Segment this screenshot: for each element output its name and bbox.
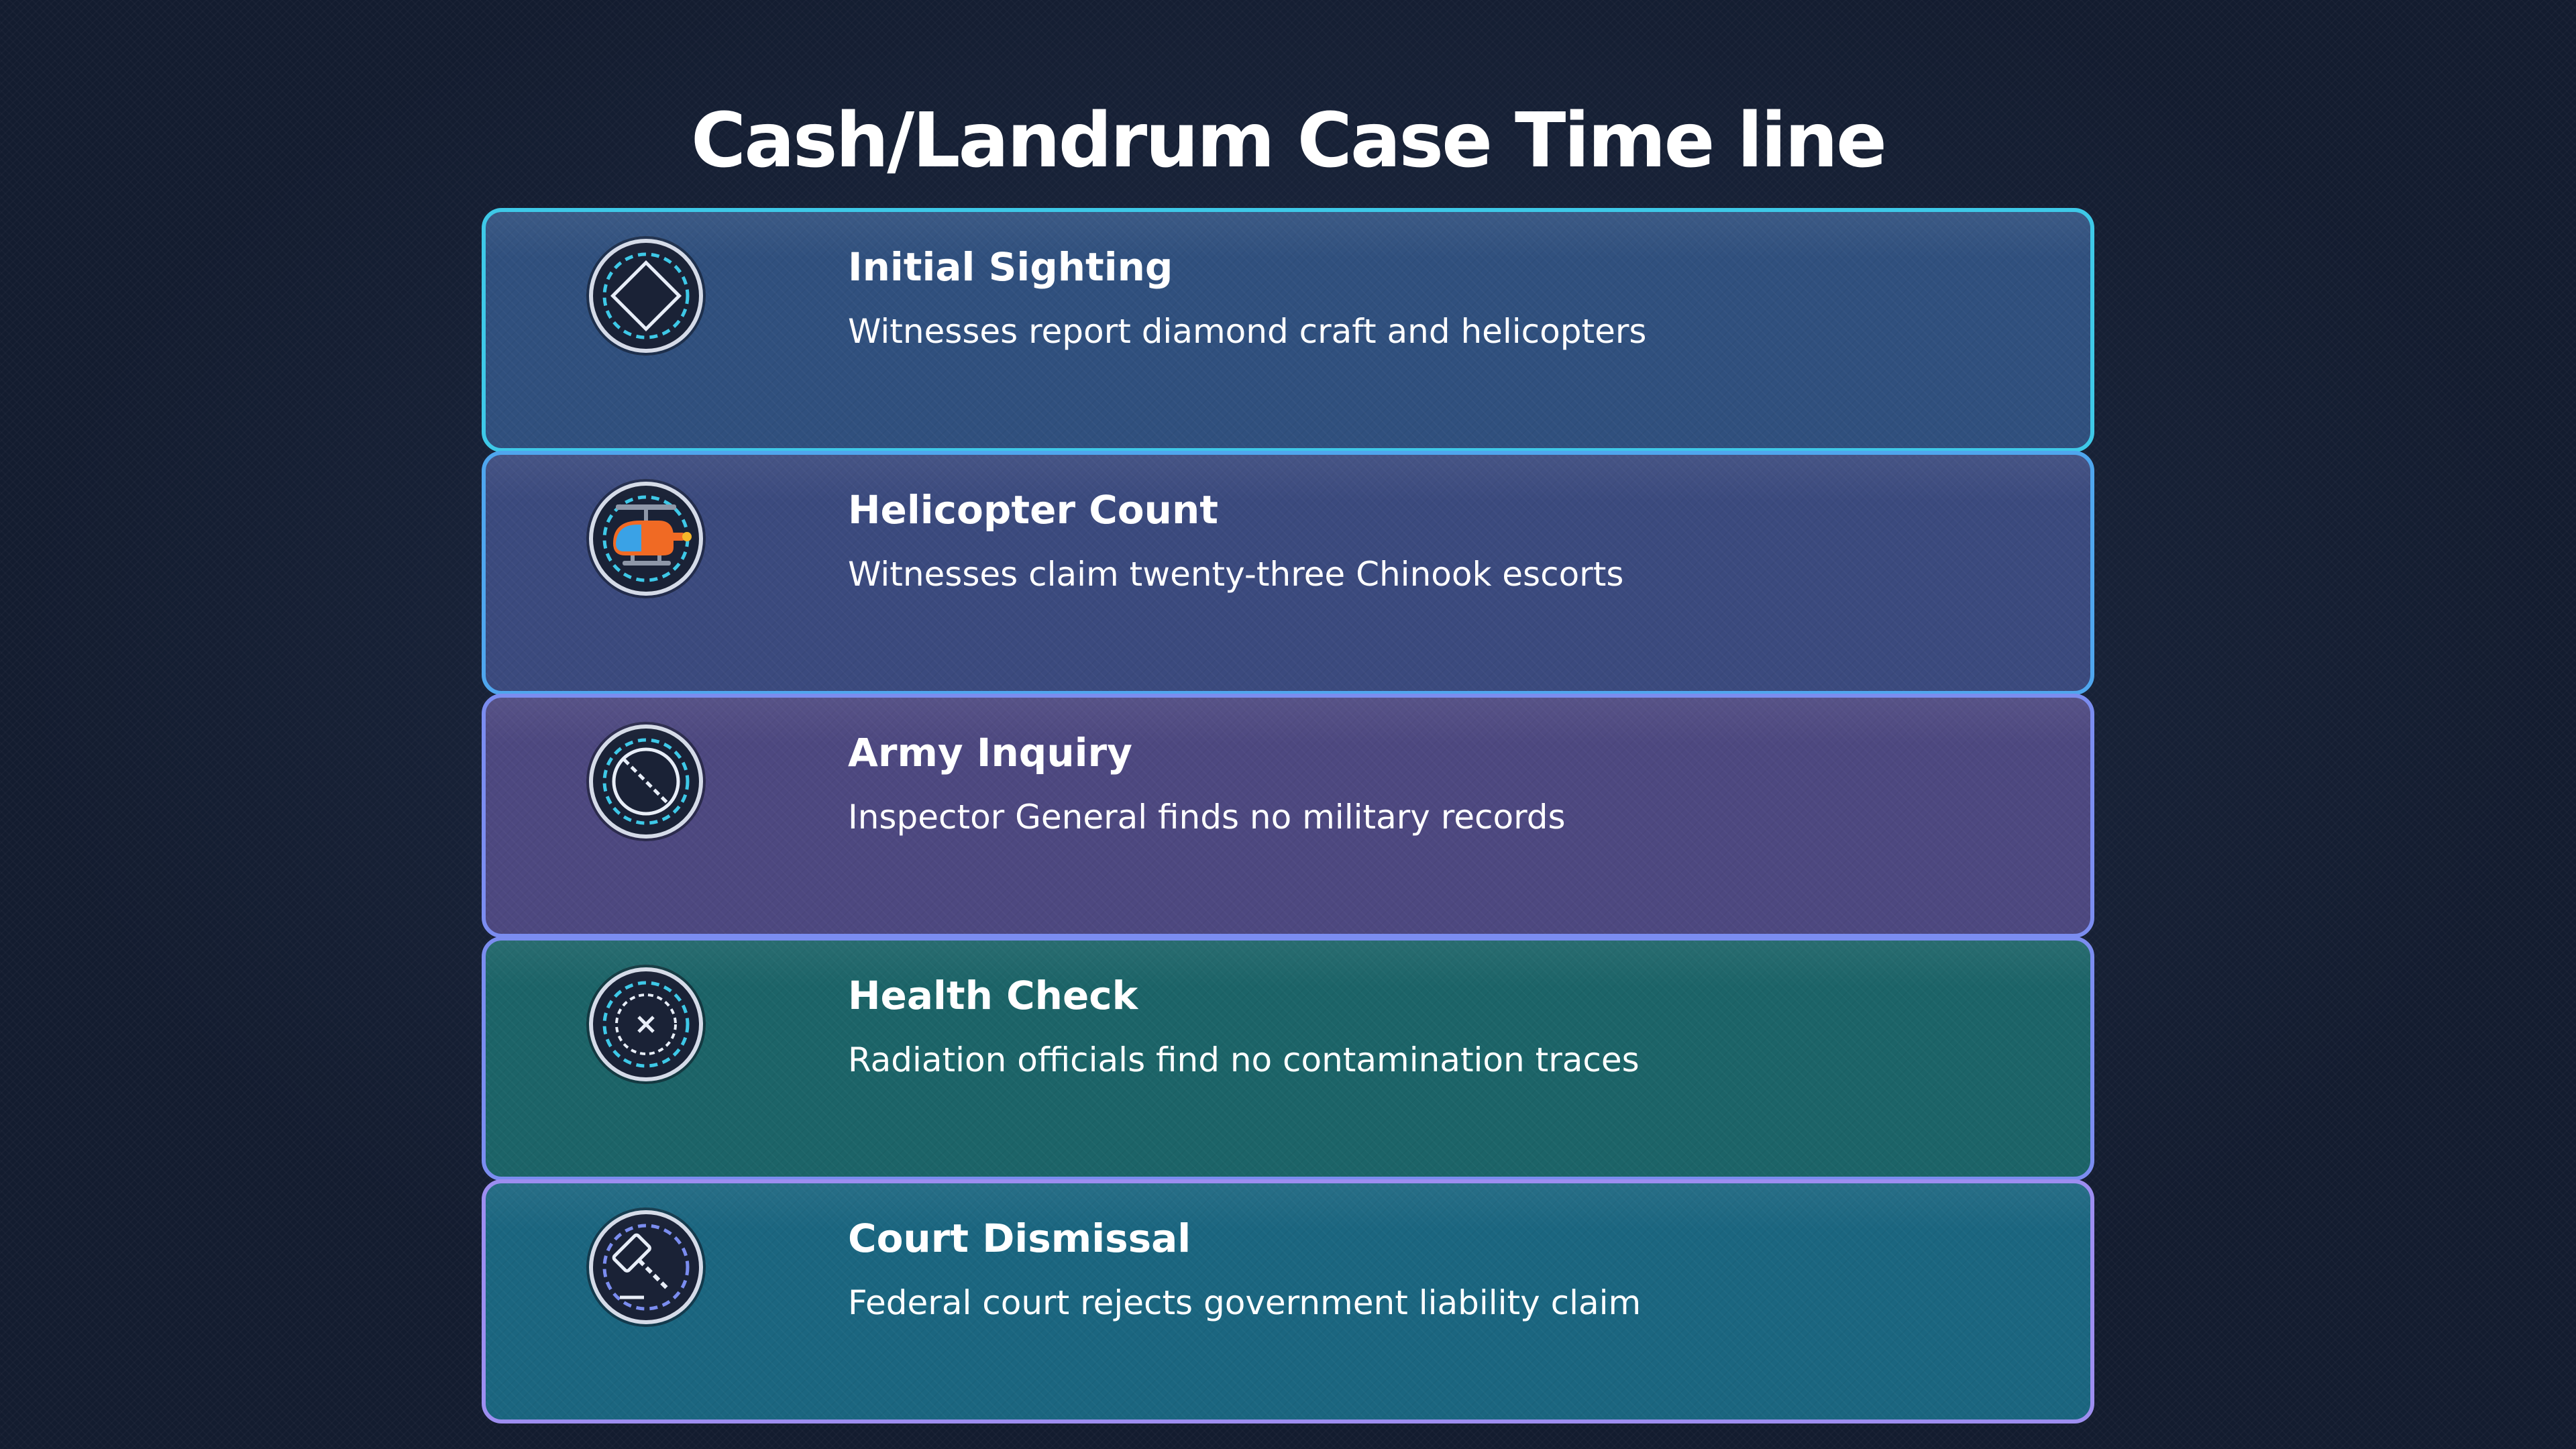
helicopter-icon bbox=[589, 482, 703, 596]
event-title: Army Inquiry bbox=[848, 730, 1132, 775]
timeline-event-army-inquiry[interactable]: Army Inquiry Inspector General finds no … bbox=[482, 694, 2094, 938]
event-description: Witnesses claim twenty-three Chinook esc… bbox=[848, 555, 1624, 594]
timeline-event-initial-sighting[interactable]: Initial Sighting Witnesses report diamon… bbox=[482, 208, 2094, 452]
target-icon bbox=[589, 967, 703, 1081]
no-records-icon bbox=[589, 724, 703, 839]
event-description: Witnesses report diamond craft and helic… bbox=[848, 312, 1647, 351]
event-description: Radiation officials find no contaminatio… bbox=[848, 1040, 1640, 1079]
event-title: Initial Sighting bbox=[848, 244, 1173, 290]
event-title: Helicopter Count bbox=[848, 487, 1218, 533]
event-description: Federal court rejects government liabili… bbox=[848, 1283, 1642, 1322]
timeline-event-helicopter-count[interactable]: Helicopter Count Witnesses claim twenty-… bbox=[482, 451, 2094, 695]
event-title: Court Dismissal bbox=[848, 1216, 1191, 1261]
timeline: Initial Sighting Witnesses report diamon… bbox=[482, 208, 2094, 1424]
gavel-icon bbox=[589, 1210, 703, 1324]
page-title: Cash/Landrum Case Time line bbox=[691, 97, 1887, 184]
event-title: Health Check bbox=[848, 973, 1138, 1018]
timeline-event-court-dismissal[interactable]: Court Dismissal Federal court rejects go… bbox=[482, 1179, 2094, 1424]
diamond-icon bbox=[589, 239, 703, 353]
timeline-event-health-check[interactable]: Health Check Radiation officials find no… bbox=[482, 936, 2094, 1181]
event-description: Inspector General finds no military reco… bbox=[848, 798, 1566, 837]
